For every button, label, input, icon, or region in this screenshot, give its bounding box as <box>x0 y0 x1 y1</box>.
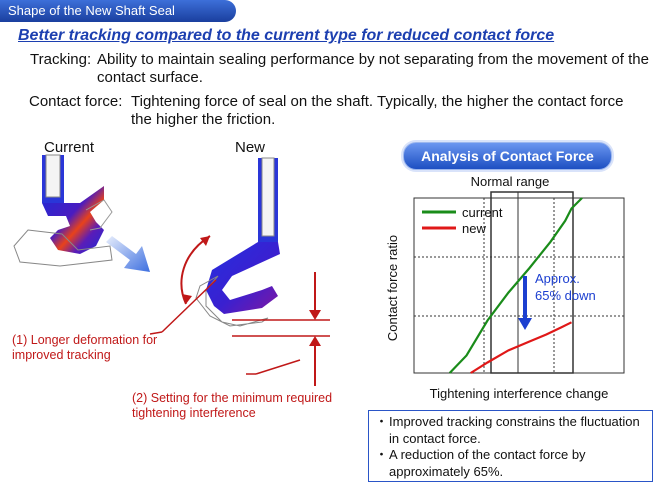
series-line-current <box>448 197 583 374</box>
note-longer-deformation: (1) Longer deformation for improved trac… <box>12 333 158 362</box>
contact-force-chart: Normal range current new Approx. 65% dow… <box>385 174 625 401</box>
normal-range-band <box>490 191 574 374</box>
annotation-line2: 65% down <box>535 288 596 303</box>
legend-label-current: current <box>462 205 503 220</box>
note-minimum-interference: (2) Setting for the minimum required tig… <box>132 391 333 420</box>
summary-bullet: ・Improved tracking constrains the fluctu… <box>375 414 640 446</box>
chart-title-badge: Analysis of Contact Force <box>403 142 612 170</box>
x-axis-label: Tightening interference change <box>430 386 609 401</box>
summary-box: ・Improved tracking constrains the fluctu… <box>368 410 653 482</box>
current-seal-shape <box>13 154 113 267</box>
definition-text-tracking: Ability to maintain sealing performance … <box>97 51 649 86</box>
y-axis-label: Contact force ratio <box>385 235 400 341</box>
definition-term-contact-force: Contact force: <box>29 93 123 110</box>
new-label: New <box>235 139 266 156</box>
down-arrow-head <box>518 318 532 330</box>
section-header: Shape of the New Shaft Seal <box>0 0 236 22</box>
definition-text-contact-force: Tightening force of seal on the shaft. T… <box>131 93 624 128</box>
new-seal-shape <box>195 157 280 327</box>
current-label: Current <box>44 139 95 156</box>
seal-illustration <box>13 154 330 386</box>
summary-bullet: ・A reduction of the contact force by app… <box>375 447 586 479</box>
annotation-line1: Approx. <box>535 271 580 286</box>
definition-term-tracking: Tracking: <box>30 51 92 68</box>
legend-label-new: new <box>462 221 486 236</box>
page-subtitle: Better tracking compared to the current … <box>18 27 555 44</box>
transition-arrow <box>106 236 150 272</box>
series-layer <box>448 197 583 374</box>
band-label: Normal range <box>471 174 550 189</box>
series-line-new <box>470 321 572 374</box>
